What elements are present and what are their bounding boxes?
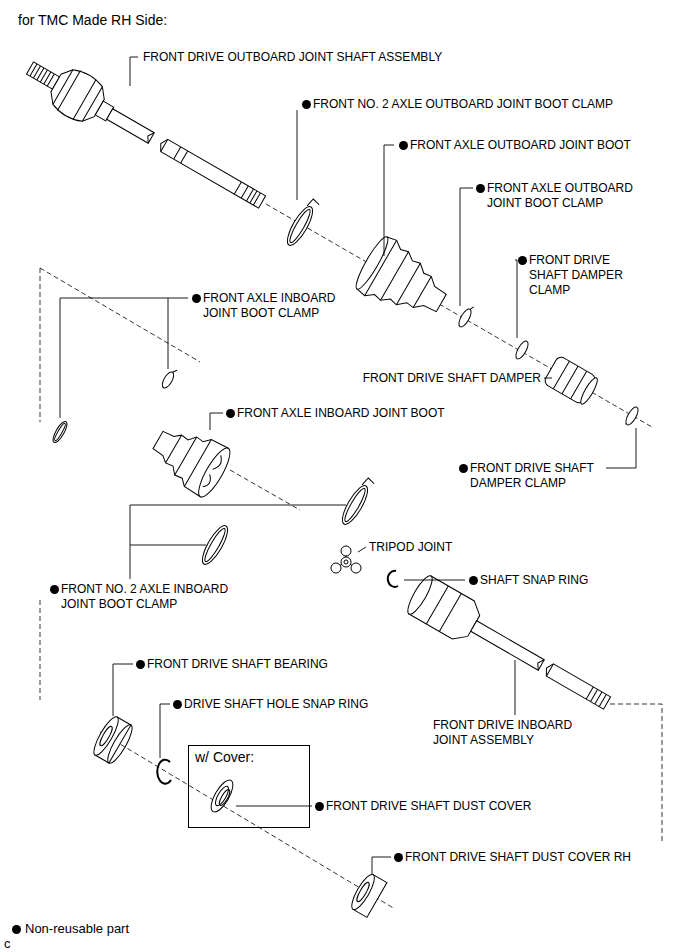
part-name: FRONT AXLE INBOARD JOINT BOOT CLAMP [202, 291, 354, 321]
part-name: FRONT NO. 2 AXLE OUTBOARD JOINT BOOT CLA… [312, 97, 614, 112]
part-name: FRONT NO. 2 AXLE INBOARD JOINT BOOT CLAM… [60, 582, 247, 612]
non-reusable-mark [173, 700, 182, 709]
part-name: FRONT AXLE OUTBOARD JOINT BOOT [409, 138, 632, 153]
non-reusable-mark [315, 802, 324, 811]
non-reusable-mark [50, 585, 59, 594]
part-name: FRONT DRIVE INBOARD JOINT ASSEMBLY [432, 718, 589, 748]
part-name: TRIPOD JOINT [368, 540, 453, 555]
legend-text: Non-reusable part [25, 921, 129, 937]
part-name: DRIVE SHAFT HOLE SNAP RING [183, 697, 369, 712]
part-name: FRONT DRIVE OUTBOARD JOINT SHAFT ASSEMBL… [142, 50, 443, 65]
part-name: FRONT DRIVE SHAFT BEARING [146, 657, 329, 672]
part-name: FRONT DRIVE SHAFT DUST COVER [325, 799, 532, 814]
part-name: FRONT DRIVE SHAFT DAMPER CLAMP [469, 461, 606, 491]
non-reusable-mark [302, 100, 311, 109]
non-reusable-mark [399, 141, 408, 150]
legend-swatch [12, 925, 21, 934]
figure-code: c [3, 936, 12, 951]
non-reusable-mark [226, 409, 235, 418]
non-reusable-mark [136, 660, 145, 669]
non-reusable-mark [459, 464, 468, 473]
part-name: FRONT DRIVE SHAFT DAMPER [362, 371, 542, 386]
non-reusable-mark [394, 853, 403, 862]
non-reusable-mark [476, 184, 485, 193]
part-name: FRONT DRIVE SHAFT DUST COVER RH [404, 850, 632, 865]
option-box: w/ Cover: [188, 745, 310, 828]
part-name: SHAFT SNAP RING [479, 573, 589, 588]
box-heading: w/ Cover: [194, 749, 255, 766]
non-reusable-mark [192, 294, 201, 303]
part-name: FRONT AXLE INBOARD JOINT BOOT [236, 406, 446, 421]
non-reusable-mark [469, 576, 478, 585]
diagram-title: for TMC Made RH Side: [18, 12, 167, 29]
part-name: FRONT AXLE OUTBOARD JOINT BOOT CLAMP [486, 181, 648, 211]
part-name: FRONT DRIVE SHAFT DAMPER CLAMP [528, 253, 635, 298]
non-reusable-mark [518, 256, 527, 265]
